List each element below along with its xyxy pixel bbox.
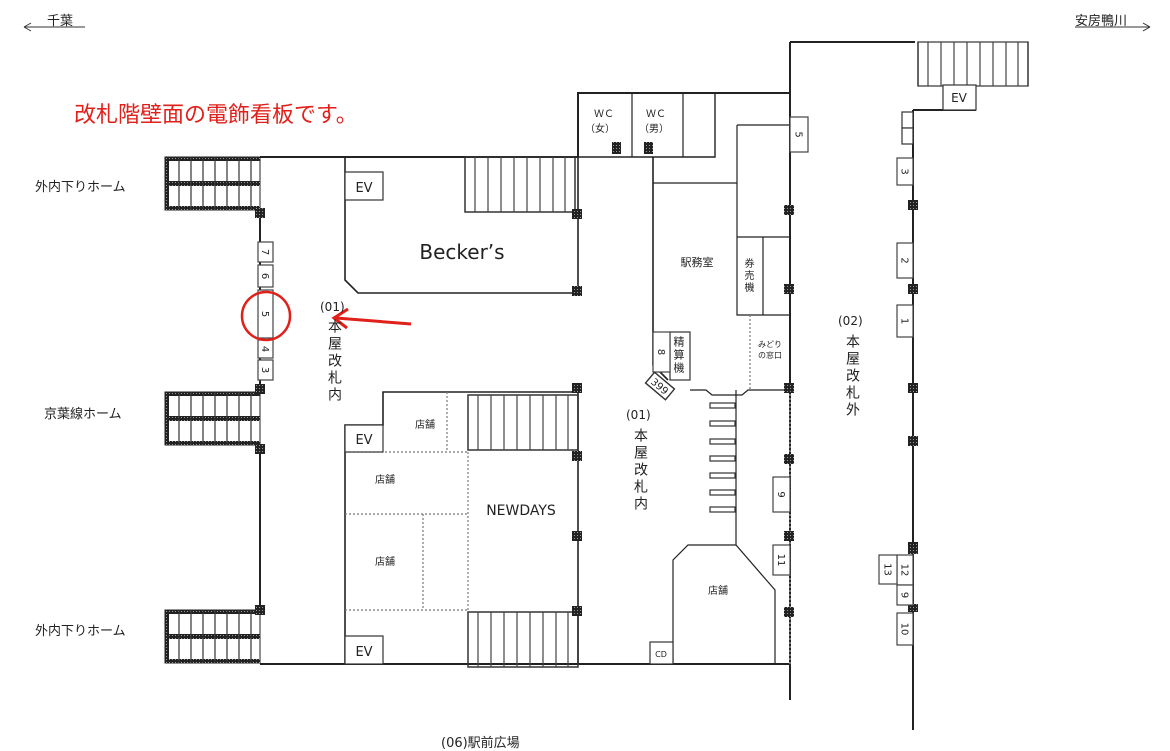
- ad-panel-number: 10: [899, 623, 910, 636]
- shop-label: 店舗: [415, 418, 435, 431]
- stairs: [467, 394, 579, 451]
- ad-panel-number: 2: [899, 257, 910, 263]
- stairs: [164, 609, 261, 664]
- plaza-label: (06)駅前広場: [441, 736, 520, 751]
- platform-label: 外内下りホーム: [35, 624, 126, 639]
- ticket-machine-label: 券売機: [742, 258, 753, 294]
- ad-panel-number: 8: [655, 349, 666, 355]
- ad-panel-number: 1: [899, 318, 910, 324]
- elevator: [344, 424, 384, 453]
- ad-panel-number: 3: [259, 367, 270, 373]
- elevator: [344, 635, 384, 665]
- ad-panel-number: 4: [259, 346, 270, 352]
- ev-label: EV: [355, 181, 372, 196]
- stairs: [164, 391, 261, 446]
- wc-label: ＷＣ: [646, 109, 666, 120]
- ad-panel-number: 9: [775, 491, 786, 497]
- ad-panel: [772, 544, 791, 576]
- shop-label: 店舗: [375, 473, 395, 486]
- newdays-label: NEWDAYS: [486, 503, 556, 519]
- wc-label: ＷＣ: [594, 109, 614, 120]
- elevator: [344, 171, 384, 201]
- ad-panel-number: 5: [259, 311, 270, 317]
- ad-panel: [896, 612, 914, 646]
- beckers-label: Becker’s: [419, 240, 504, 264]
- cd-label: CD: [655, 650, 667, 659]
- wc-men-label: （男）: [639, 123, 669, 135]
- ad-panel: [257, 264, 274, 288]
- ad-panel: [789, 116, 809, 153]
- pillars: [255, 142, 918, 617]
- wc-women-label: （女）: [585, 122, 615, 135]
- ad-panel-number: 3: [899, 168, 910, 174]
- ad-panel: [257, 359, 274, 381]
- highlight-circle: [240, 290, 292, 342]
- ad-panel-number: 9: [899, 592, 910, 598]
- ad-panel: [896, 157, 914, 186]
- ad-panel-number: 5: [793, 131, 804, 137]
- area-name-gate-inside: 本屋改札内: [326, 319, 342, 404]
- ad-panel: [896, 304, 914, 338]
- ad-panel-number: 6: [259, 273, 270, 279]
- page-title: 改札階壁面の電飾看板です。: [74, 103, 358, 128]
- ad-panel-number: 7: [259, 249, 270, 255]
- shop-label: 店舗: [708, 584, 728, 597]
- ad-panel-number: 12: [899, 564, 910, 577]
- area-name-gate-outside: 本屋改札外: [844, 334, 860, 419]
- dotted-partitions: [345, 315, 791, 664]
- station-office-label: 駅務室: [681, 255, 714, 269]
- shop-label: 店舗: [375, 555, 395, 568]
- direction-left-label: 千葉: [47, 14, 74, 29]
- ad-panel: [652, 331, 671, 373]
- ticket-gates: [709, 402, 736, 513]
- area-code: (01): [320, 300, 345, 314]
- elevator: [942, 84, 977, 111]
- area-code: (01): [626, 408, 651, 422]
- ev-label: EV: [355, 433, 372, 448]
- ad-panel-number: 11: [775, 554, 786, 567]
- ad-panel: [772, 476, 791, 513]
- area-name-gate-inside: 本屋改札内: [632, 428, 648, 513]
- midori-label: みどり: [758, 340, 782, 349]
- direction-left-arrow: [23, 22, 85, 32]
- ev-label: EV: [355, 645, 372, 660]
- ad-panel: [257, 241, 274, 263]
- platform-label: 外内下りホーム: [35, 180, 126, 195]
- stairs: [164, 156, 261, 211]
- fare-adjust-label: 精算機: [672, 336, 685, 375]
- ev-label: EV: [951, 91, 968, 105]
- midori-label: の窓口: [758, 350, 782, 360]
- direction-right-label: 安房鴨川: [1075, 14, 1128, 29]
- ad-panel-number: 13: [882, 563, 893, 576]
- platform-label: 京葉線ホーム: [44, 407, 122, 422]
- cd-machine: [649, 641, 674, 665]
- ad-panel: [896, 242, 914, 279]
- pointer-arrow: [331, 307, 412, 330]
- ad-panel: [878, 554, 898, 585]
- stairs: [917, 41, 1029, 87]
- area-code: (02): [838, 314, 863, 328]
- stairs: [464, 156, 576, 213]
- ad-panel: [257, 289, 274, 339]
- stairs: [467, 611, 579, 668]
- ad-panel: [896, 584, 914, 606]
- direction-right-arrow: [1075, 22, 1151, 32]
